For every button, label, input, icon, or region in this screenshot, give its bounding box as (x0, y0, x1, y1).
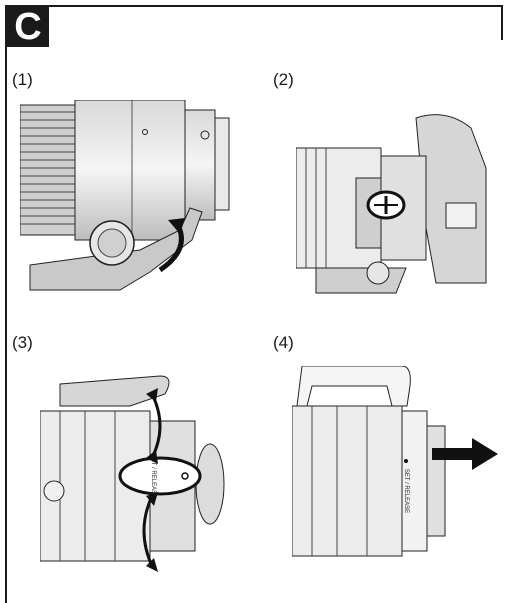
step-label-4: (4) (273, 333, 294, 352)
illustration-step-2 (296, 114, 487, 294)
frame-left-rule (5, 5, 7, 603)
step-label-3: (3) (12, 333, 33, 352)
step-label-1: (1) (12, 70, 33, 89)
lens-marking-step-4: SET / RELEASE (403, 469, 409, 513)
illustration-step-3: SET / RELEASE (40, 375, 225, 572)
section-badge: C (7, 7, 49, 47)
step-label-2: (2) (273, 70, 294, 89)
illustration-step-4: SET / RELEASE (292, 366, 498, 557)
frame-right-rule (501, 5, 503, 40)
lens-marking-step-3: SET / RELEASE (150, 454, 156, 498)
frame-top-rule (5, 5, 503, 7)
illustration-step-1 (20, 100, 230, 291)
